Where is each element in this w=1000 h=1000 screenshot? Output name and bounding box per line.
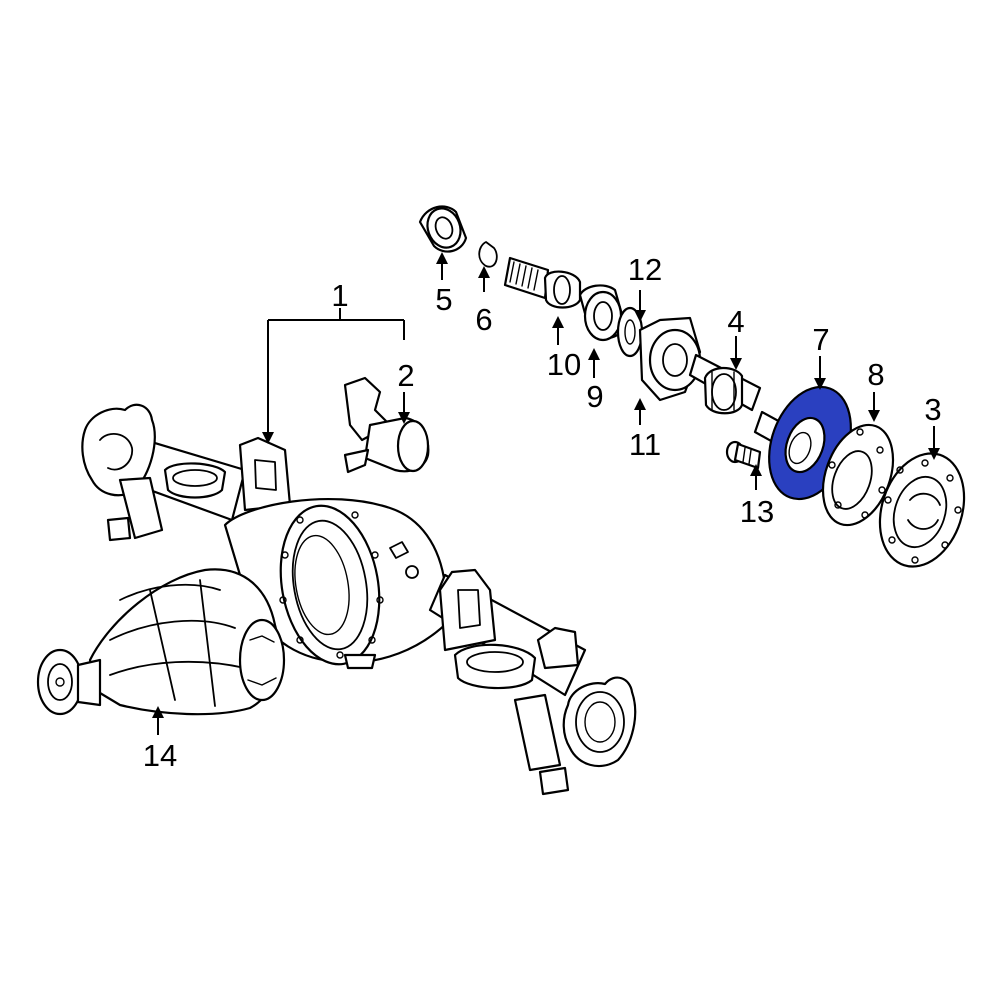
callout-14[interactable]: 14	[143, 738, 177, 773]
callout-5[interactable]: 5	[435, 282, 452, 317]
callout-3[interactable]: 3	[924, 392, 941, 427]
callout-10[interactable]: 10	[547, 347, 581, 382]
part-5-bearing[interactable]	[418, 204, 468, 253]
callout-labels: 1 2 3 4 5 6 7 8 9 10 11 12 13 14	[143, 252, 942, 773]
axle-housing[interactable]	[81, 403, 637, 796]
part-13-bolt[interactable]	[725, 440, 762, 470]
callout-8[interactable]: 8	[867, 357, 884, 392]
callout-1[interactable]: 1	[331, 278, 348, 313]
leader-lines	[152, 252, 940, 735]
callout-7[interactable]: 7	[812, 322, 829, 357]
part-8-gasket[interactable]	[810, 415, 906, 535]
part-6-snap-ring[interactable]	[478, 241, 498, 268]
differential-carrier[interactable]	[36, 568, 286, 716]
callout-2[interactable]: 2	[397, 358, 414, 393]
callout-11[interactable]: 11	[629, 427, 661, 462]
callout-4[interactable]: 4	[727, 304, 744, 339]
axle-shaft-assembly[interactable]	[503, 256, 762, 415]
callout-9[interactable]: 9	[586, 379, 603, 414]
callout-12[interactable]: 12	[628, 252, 662, 287]
callout-6[interactable]: 6	[475, 302, 492, 337]
callout-13[interactable]: 13	[740, 494, 774, 529]
part-2-bracket[interactable]	[343, 376, 430, 474]
part-3-hub-flange[interactable]	[866, 442, 978, 577]
